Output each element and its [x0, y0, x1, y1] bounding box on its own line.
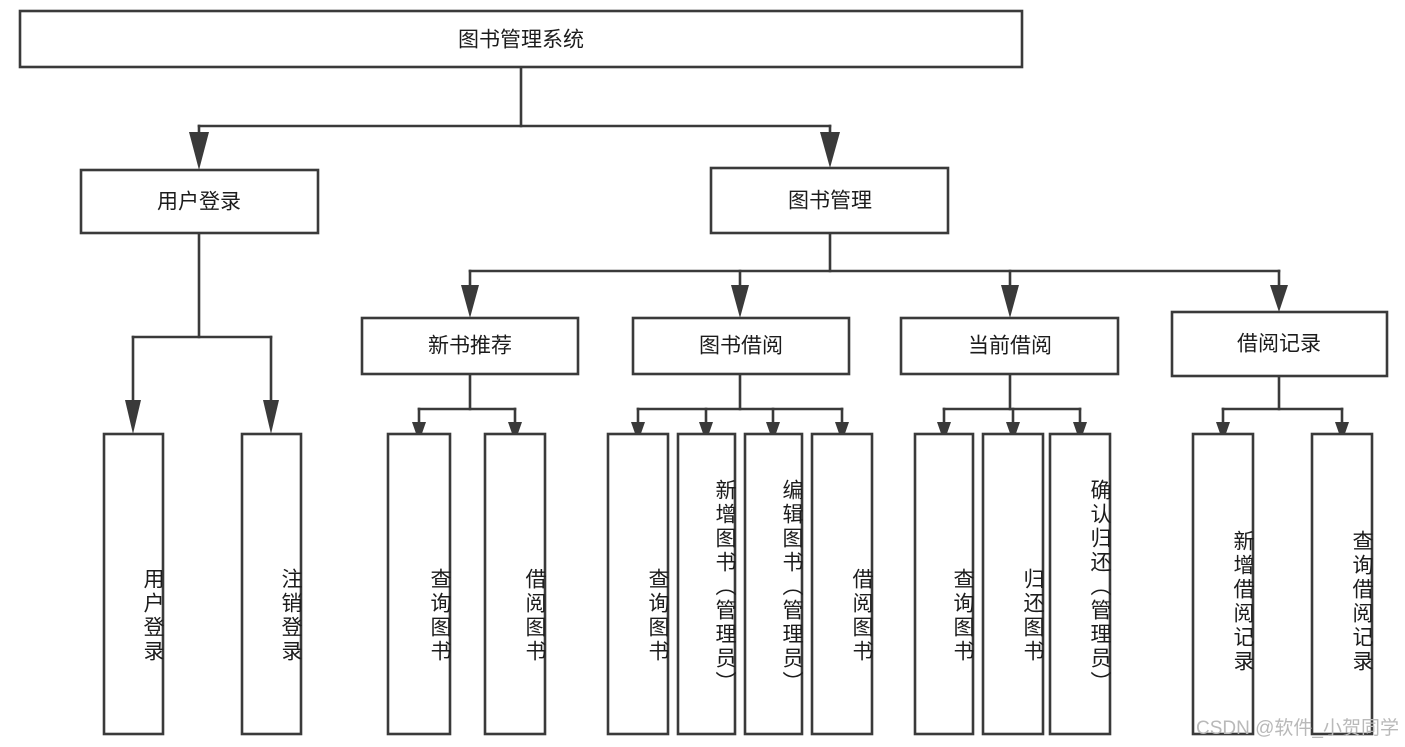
leaf-box-new-book-0[interactable]	[386, 432, 452, 736]
node-user-login-box[interactable]	[79, 168, 320, 235]
leaf-box-current-borrow-1[interactable]	[981, 432, 1045, 736]
leaf-box-book-borrow-3[interactable]	[810, 432, 874, 736]
arrowhead-icon-leaf-10	[1006, 422, 1020, 442]
leaf-box-user-login-0[interactable]	[102, 432, 165, 736]
leaf-box-current-borrow-0[interactable]	[913, 432, 975, 736]
node-root-label: 图书管理系统	[458, 29, 584, 52]
node-borrow-record-label: 借阅记录	[1237, 333, 1321, 356]
leaf-box-current-borrow-2[interactable]	[1048, 432, 1112, 736]
arrowhead-icon-leaf-3	[412, 422, 426, 442]
connector-layer	[131, 65, 1344, 424]
node-root-box[interactable]	[18, 9, 1024, 69]
arrowhead-icon-leaf-11	[1073, 422, 1087, 442]
arrowhead-icon-leaf-2	[263, 400, 279, 434]
arrowhead-layer	[125, 132, 1349, 442]
node-new-book-box[interactable]	[360, 316, 580, 376]
node-book-mgmt-box[interactable]	[709, 166, 950, 235]
arrowhead-icon-leaf-6	[699, 422, 713, 442]
arrowhead-icon-leaf-5	[631, 422, 645, 442]
leaf-box-borrow-record-1[interactable]	[1310, 432, 1374, 736]
leaf-box-book-borrow-1[interactable]	[676, 432, 737, 736]
arrowhead-icon-userlogin	[189, 132, 209, 170]
node-current-borrow-label: 当前借阅	[968, 335, 1052, 358]
arrowhead-icon-leaf-1	[125, 400, 141, 434]
arrowhead-icon-bookmgmt	[820, 132, 840, 168]
arrowhead-icon-record	[1270, 285, 1288, 312]
arrowhead-icon-current	[1001, 285, 1019, 318]
node-new-book-label: 新书推荐	[428, 335, 512, 358]
arrowhead-icon-leaf-12	[1216, 422, 1230, 442]
node-book-borrow-label: 图书借阅	[699, 335, 783, 358]
arrowhead-icon-newbook	[461, 285, 479, 318]
node-box-layer	[18, 9, 1389, 736]
arrowhead-icon-leaf-4	[508, 422, 522, 442]
node-book-borrow-box[interactable]	[631, 316, 851, 376]
leaf-box-book-borrow-2[interactable]	[743, 432, 804, 736]
node-book-mgmt-label: 图书管理	[788, 190, 872, 213]
leaf-box-book-borrow-0[interactable]	[606, 432, 670, 736]
csdn-watermark: CSDN @软件_小贺同学	[1196, 718, 1399, 739]
arrowhead-icon-leaf-9	[937, 422, 951, 442]
node-user-login-label: 用户登录	[157, 191, 241, 214]
node-borrow-record-box[interactable]	[1170, 310, 1389, 378]
leaf-box-user-login-1[interactable]	[240, 432, 303, 736]
arrowhead-icon-leaf-8	[835, 422, 849, 442]
leaf-box-new-book-1[interactable]	[483, 432, 547, 736]
arrowhead-icon-leaf-7	[766, 422, 780, 442]
horizontal-label-layer: 图书管理系统 用户登录 图书管理 新书推荐 图书借阅 当前借阅 借阅记录	[157, 29, 1321, 358]
node-current-borrow-box[interactable]	[899, 316, 1120, 376]
leaf-box-borrow-record-0[interactable]	[1191, 432, 1255, 736]
arrowhead-icon-borrow	[731, 285, 749, 318]
arrowhead-icon-leaf-13	[1335, 422, 1349, 442]
